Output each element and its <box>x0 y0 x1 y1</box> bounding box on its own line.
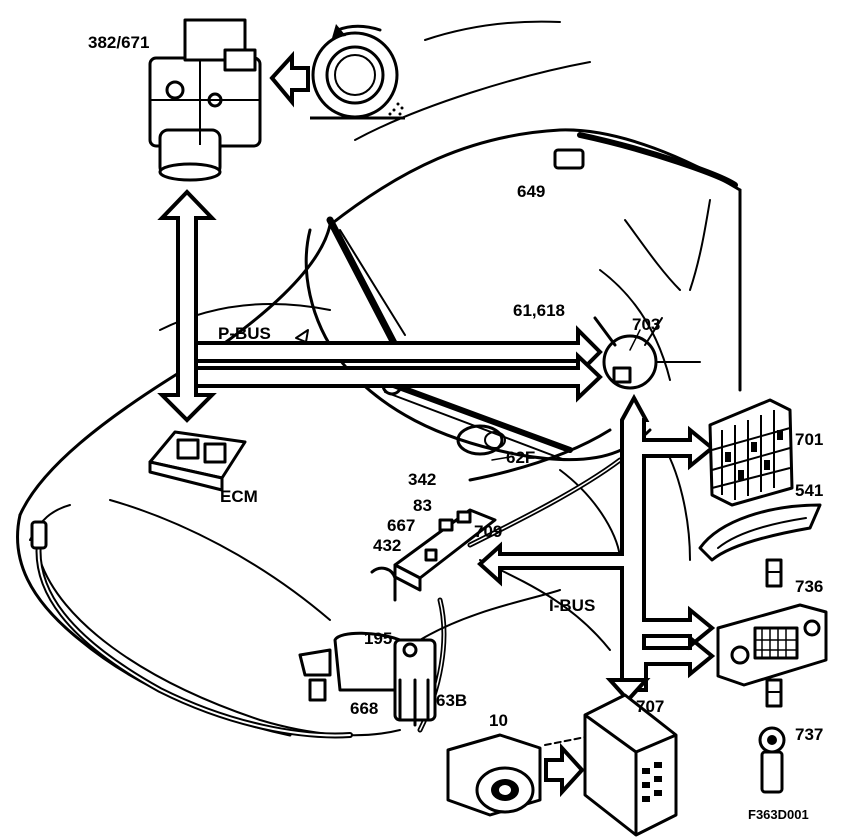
label-61-618: 61,618 <box>513 301 565 320</box>
front-connector <box>30 520 48 550</box>
wheel-speed-wheel <box>310 24 405 120</box>
label-342: 342 <box>408 470 437 489</box>
label-ecm: ECM <box>220 487 258 506</box>
figure-code: F363D001 <box>748 807 809 822</box>
control-module-707 <box>583 693 678 837</box>
label-668: 668 <box>350 699 379 718</box>
rain-sensor-649 <box>553 148 585 170</box>
p-bus-symbol <box>295 329 309 343</box>
label-62f: 62F <box>506 448 536 467</box>
relay-module-709 <box>370 508 497 602</box>
wiring-harness <box>35 457 623 746</box>
label-709: 709 <box>474 522 503 541</box>
label-707: 707 <box>636 697 665 716</box>
p-bus-lower-arrow <box>194 351 603 403</box>
leader-lines <box>491 329 641 461</box>
i-bus-trunk-arrow <box>477 393 716 692</box>
wheel-to-abs-arrow <box>269 50 310 108</box>
wiper-assembly <box>326 216 573 461</box>
label-667: 667 <box>387 516 416 535</box>
p-bus-upper-arrow <box>194 325 603 379</box>
label-736: 736 <box>795 577 824 596</box>
abs-ecm-bus-arrow <box>157 189 217 423</box>
switch-737 <box>758 726 786 794</box>
label-p-bus: P-BUS <box>218 324 271 343</box>
label-541: 541 <box>795 481 824 500</box>
ecm-unit <box>148 430 247 492</box>
label-83: 83 <box>413 496 432 515</box>
label-382-671: 382/671 <box>88 33 150 52</box>
label-649: 649 <box>517 182 546 201</box>
abs-hydraulic-unit <box>148 18 262 182</box>
label-i-bus: I-BUS <box>549 596 596 615</box>
label-703: 703 <box>632 315 661 334</box>
connector-737 <box>765 678 783 708</box>
label-195: 195 <box>364 629 393 648</box>
ignition-switch-10 <box>446 733 542 817</box>
label-10: 10 <box>489 711 508 730</box>
label-63b: 63B <box>436 691 468 710</box>
display-unit-541 <box>698 503 822 562</box>
label-701: 701 <box>795 430 824 449</box>
headlight-fuse-unit <box>298 631 437 727</box>
central-electronic-module-701 <box>708 398 794 507</box>
switch-to-707-arrow <box>544 742 585 798</box>
label-432: 432 <box>373 536 402 555</box>
label-737: 737 <box>795 725 824 744</box>
control-panel-736 <box>716 603 828 687</box>
steering-column-module <box>593 316 701 390</box>
i-bus-to-707-arrow <box>605 678 651 703</box>
connector-736 <box>765 558 783 588</box>
